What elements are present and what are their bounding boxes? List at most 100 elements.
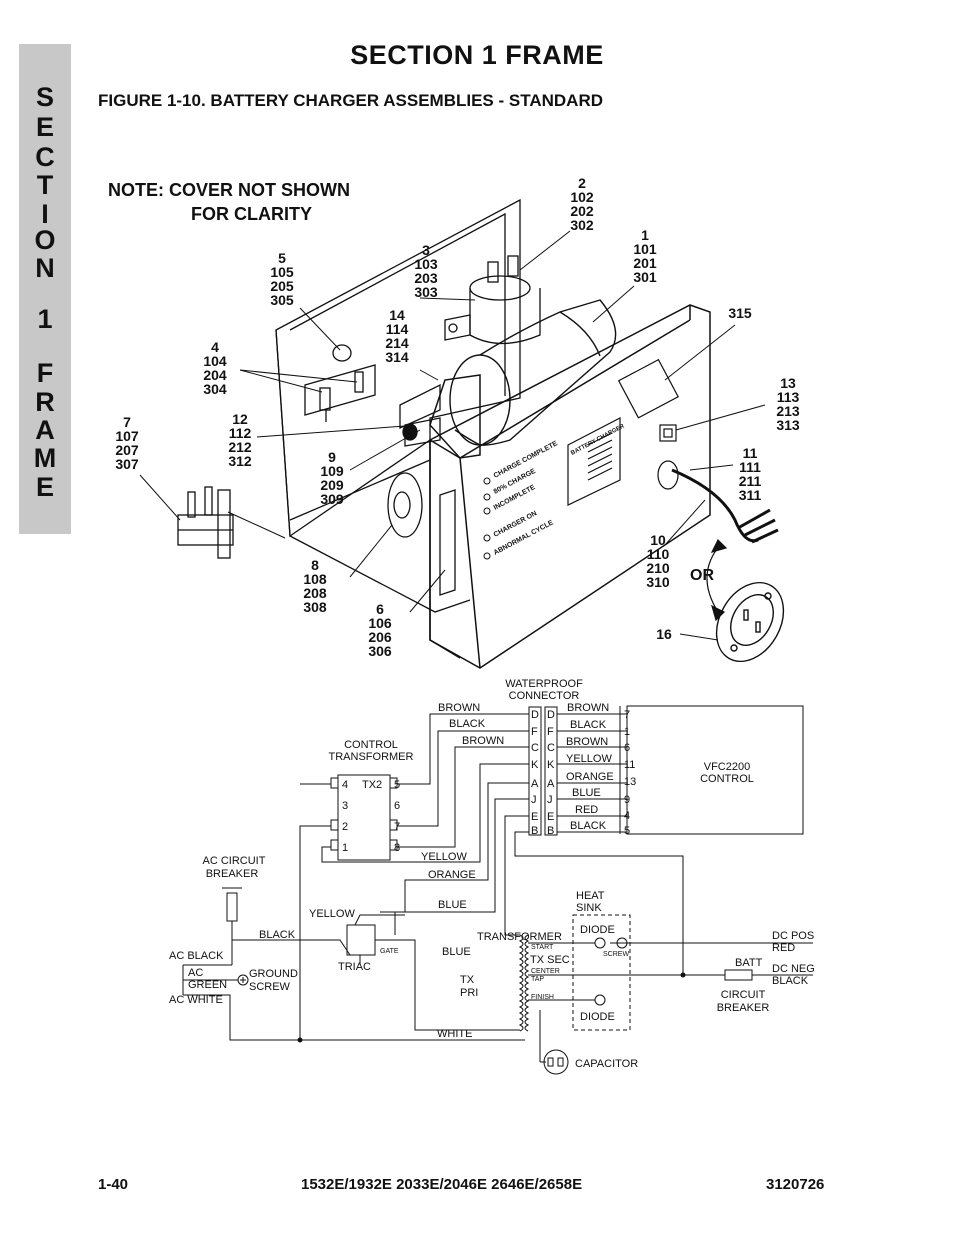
svg-text:306: 306 xyxy=(368,643,392,659)
heat-sink-bracket xyxy=(399,383,441,447)
svg-text:ORANGE: ORANGE xyxy=(428,869,476,881)
svg-text:4: 4 xyxy=(211,339,219,355)
svg-text:209: 209 xyxy=(320,477,344,493)
circuit-breaker-part xyxy=(387,472,423,538)
svg-text:309: 309 xyxy=(320,491,344,507)
svg-text:303: 303 xyxy=(414,284,438,300)
svg-text:AC: AC xyxy=(188,967,203,979)
svg-text:DIODE: DIODE xyxy=(580,924,615,936)
svg-text:301: 301 xyxy=(633,269,657,285)
side-tab-letter: A xyxy=(35,415,55,445)
svg-text:1: 1 xyxy=(624,726,630,738)
svg-text:F: F xyxy=(531,726,538,738)
svg-text:BLACK: BLACK xyxy=(449,718,486,730)
svg-text:B: B xyxy=(531,825,538,837)
svg-text:BLACK: BLACK xyxy=(570,719,607,731)
svg-text:6: 6 xyxy=(376,601,384,617)
svg-text:BLACK: BLACK xyxy=(570,820,607,832)
svg-text:BLUE: BLUE xyxy=(438,899,467,911)
svg-text:11: 11 xyxy=(624,759,635,771)
svg-text:A: A xyxy=(547,778,555,790)
indicator-labels: CHARGE COMPLETE 80% CHARGE INCOMPLETE CH… xyxy=(493,440,559,557)
or-arrows xyxy=(706,538,728,622)
callout-5: 5 105 205 305 xyxy=(270,250,294,308)
ac-breaker-body xyxy=(226,892,238,922)
tx-primary-winding xyxy=(518,934,524,1032)
svg-text:GATE: GATE xyxy=(380,948,399,955)
side-tab-letter: I xyxy=(41,199,49,229)
schematic-labels: WATERPROOF CONNECTOR CONTROL TRANSFORMER… xyxy=(169,678,815,1070)
svg-text:106: 106 xyxy=(368,615,392,631)
svg-text:113: 113 xyxy=(777,389,800,405)
callout-11: 11 111 211 311 xyxy=(739,445,762,503)
svg-text:304: 304 xyxy=(203,381,227,397)
callout-7: 7 107 207 307 xyxy=(115,414,139,472)
svg-text:210: 210 xyxy=(646,560,670,576)
svg-text:TX: TX xyxy=(460,974,475,986)
callout-10: 10 110 210 310 xyxy=(646,532,670,590)
svg-text:GREEN: GREEN xyxy=(188,979,227,991)
svg-text:C: C xyxy=(547,742,555,754)
svg-text:BROWN: BROWN xyxy=(438,702,480,714)
svg-text:211: 211 xyxy=(739,473,762,489)
svg-text:206: 206 xyxy=(368,629,392,645)
document-number: 3120726 xyxy=(766,1176,825,1193)
svg-text:FINISH: FINISH xyxy=(531,994,554,1001)
vfc-control-box xyxy=(626,705,804,835)
svg-text:5: 5 xyxy=(624,825,630,837)
svg-text:YELLOW: YELLOW xyxy=(566,753,612,765)
svg-text:7: 7 xyxy=(123,414,131,430)
note-line-1: NOTE: COVER NOT SHOWN xyxy=(108,180,350,200)
diode-bracket-assembly xyxy=(304,344,376,422)
svg-text:7: 7 xyxy=(394,821,400,833)
svg-text:302: 302 xyxy=(570,217,594,233)
svg-text:AC BLACK: AC BLACK xyxy=(169,950,224,962)
svg-text:203: 203 xyxy=(414,270,438,286)
svg-text:114: 114 xyxy=(386,321,409,337)
svg-text:TRIAC: TRIAC xyxy=(338,961,371,973)
transformer-housing xyxy=(449,299,617,446)
callout-or: OR xyxy=(690,567,714,584)
callout-9: 9 109 209 309 xyxy=(320,449,344,507)
svg-text:CAPACITOR: CAPACITOR xyxy=(575,1058,638,1070)
callout-6: 6 106 206 306 xyxy=(368,601,392,659)
receptacle-part xyxy=(715,581,785,663)
svg-text:112: 112 xyxy=(229,425,252,441)
svg-text:101: 101 xyxy=(633,241,657,257)
svg-text:8: 8 xyxy=(311,557,319,573)
svg-text:E: E xyxy=(547,811,554,823)
svg-text:13: 13 xyxy=(780,375,796,391)
svg-text:314: 314 xyxy=(385,349,409,365)
svg-text:CONNECTOR: CONNECTOR xyxy=(509,690,580,702)
svg-text:311: 311 xyxy=(739,487,762,503)
capacitor xyxy=(543,1049,569,1075)
svg-text:312: 312 xyxy=(228,453,252,469)
batt-breaker xyxy=(724,969,753,981)
svg-text:E: E xyxy=(531,811,538,823)
svg-text:213: 213 xyxy=(776,403,800,419)
svg-text:BROWN: BROWN xyxy=(462,735,504,747)
indicator-leds xyxy=(483,477,491,560)
svg-text:D: D xyxy=(547,709,555,721)
side-tab-letter: S xyxy=(35,82,54,112)
relay-part xyxy=(177,486,234,559)
back-mounting-plate xyxy=(275,198,521,613)
filter-capacitor-part xyxy=(444,255,541,345)
svg-text:BREAKER: BREAKER xyxy=(206,868,259,880)
svg-text:2: 2 xyxy=(578,175,586,191)
svg-text:207: 207 xyxy=(115,442,139,458)
indicator-label: ABNORMAL CYCLE xyxy=(493,519,555,556)
svg-text:5: 5 xyxy=(394,779,400,791)
svg-text:HEAT: HEAT xyxy=(576,890,605,902)
svg-text:BROWN: BROWN xyxy=(567,702,609,714)
svg-text:6: 6 xyxy=(624,742,630,754)
page-number: 1-40 xyxy=(98,1176,129,1193)
svg-text:3: 3 xyxy=(422,242,430,258)
svg-text:A: A xyxy=(531,778,539,790)
svg-text:K: K xyxy=(531,759,539,771)
power-cord xyxy=(671,468,779,544)
svg-text:YELLOW: YELLOW xyxy=(421,851,467,863)
svg-text:F: F xyxy=(547,726,554,738)
svg-text:TX SEC: TX SEC xyxy=(530,954,570,966)
svg-text:111: 111 xyxy=(739,459,761,475)
